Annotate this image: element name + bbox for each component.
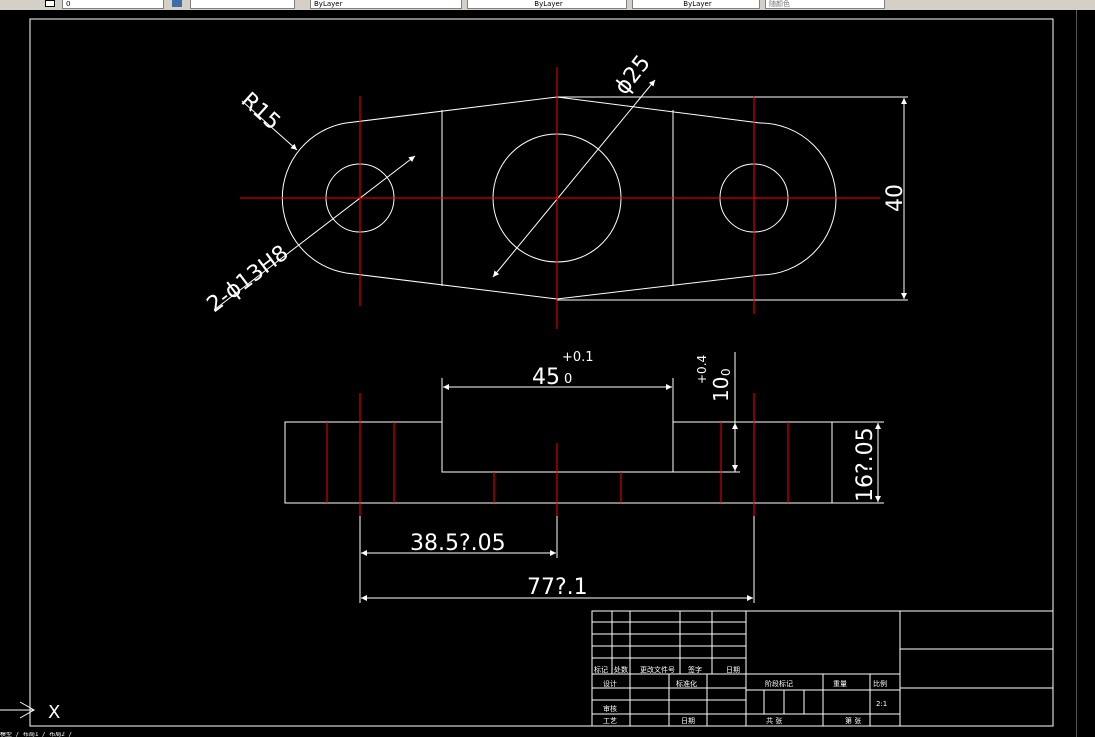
linetype-dropdown[interactable]: ByLayer — [467, 0, 627, 9]
layout-tabs[interactable]: 模型 / 布局1 / 布局2 / — [0, 732, 73, 737]
dim-40-text: 40 — [883, 184, 908, 212]
tb-scale-value: 2:1 — [876, 700, 887, 708]
front-view-hole-lines — [326, 393, 789, 516]
dim-45-tol-upper: +0.1 — [562, 350, 594, 365]
dim-77-text: 77?.1 — [527, 575, 588, 600]
dim-10-tol-lower: 0 — [719, 368, 733, 376]
tb-approve: 日期 — [681, 717, 695, 725]
tb-stage: 阶段标记 — [765, 679, 793, 688]
tb-sheet-num: 第 张 — [845, 716, 861, 725]
dim-38-text: 38.5?.05 — [410, 531, 506, 556]
front-view-outline — [284, 421, 833, 504]
tb-standard: 标准化 — [676, 679, 697, 688]
tb-count: 处数 — [614, 665, 628, 674]
color-dropdown[interactable]: ByLayer — [310, 0, 462, 9]
dim-10-text: 10 — [709, 377, 733, 402]
dim-45-text: 45 — [532, 365, 560, 390]
dim-phi25-text: ϕ25 — [610, 51, 656, 100]
top-view-centerlines — [240, 67, 880, 329]
title-block — [591, 610, 1054, 727]
layer-dropdown[interactable]: 0 — [62, 0, 164, 9]
dim-phi25-leader — [492, 79, 656, 278]
tb-sign: 签字 — [688, 665, 702, 674]
tb-mark: 标记 — [594, 665, 608, 674]
lineweight-dropdown[interactable]: ByLayer — [632, 0, 760, 9]
drawing-canvas[interactable]: R15 ϕ25 2-ϕ13H8 40 45 +0 — [0, 10, 1095, 737]
ucs-x-label: X — [48, 702, 60, 723]
vertical-scrollbar[interactable] — [1076, 10, 1095, 737]
tb-sheet-total: 共 张 — [766, 716, 782, 725]
tb-weight: 重量 — [833, 680, 847, 688]
top-view — [213, 79, 908, 311]
layer-manager-icon[interactable] — [172, 0, 182, 7]
drawing-border — [29, 18, 1054, 727]
dim-10-tol-upper: +0.4 — [695, 355, 709, 384]
layer-state-icon[interactable] — [45, 0, 55, 7]
tb-docno: 更改文件号 — [640, 665, 675, 674]
top-view-outline — [281, 96, 837, 300]
dim-16-text: 16?.05 — [853, 427, 878, 502]
tb-date: 日期 — [726, 666, 740, 674]
cad-drawing: R15 ϕ25 2-ϕ13H8 40 45 +0 — [29, 18, 1054, 727]
dim-r15-text: R15 — [236, 88, 285, 136]
tb-checker: 审核 — [603, 704, 617, 713]
dim-r15-leader — [241, 100, 298, 151]
tb-process: 工艺 — [603, 717, 617, 725]
layer-extra-field[interactable] — [190, 0, 295, 9]
front-view — [284, 352, 884, 603]
tb-scale: 比例 — [873, 679, 887, 688]
plotstyle-dropdown[interactable]: 随颜色 — [765, 0, 885, 9]
dim-holes-leader — [213, 155, 416, 311]
dim-45-tol-lower: 0 — [564, 372, 572, 387]
tb-designer: 设计 — [603, 679, 617, 688]
ucs-icon: X — [0, 701, 60, 723]
dim-holes-text: 2-ϕ13H8 — [203, 241, 294, 318]
